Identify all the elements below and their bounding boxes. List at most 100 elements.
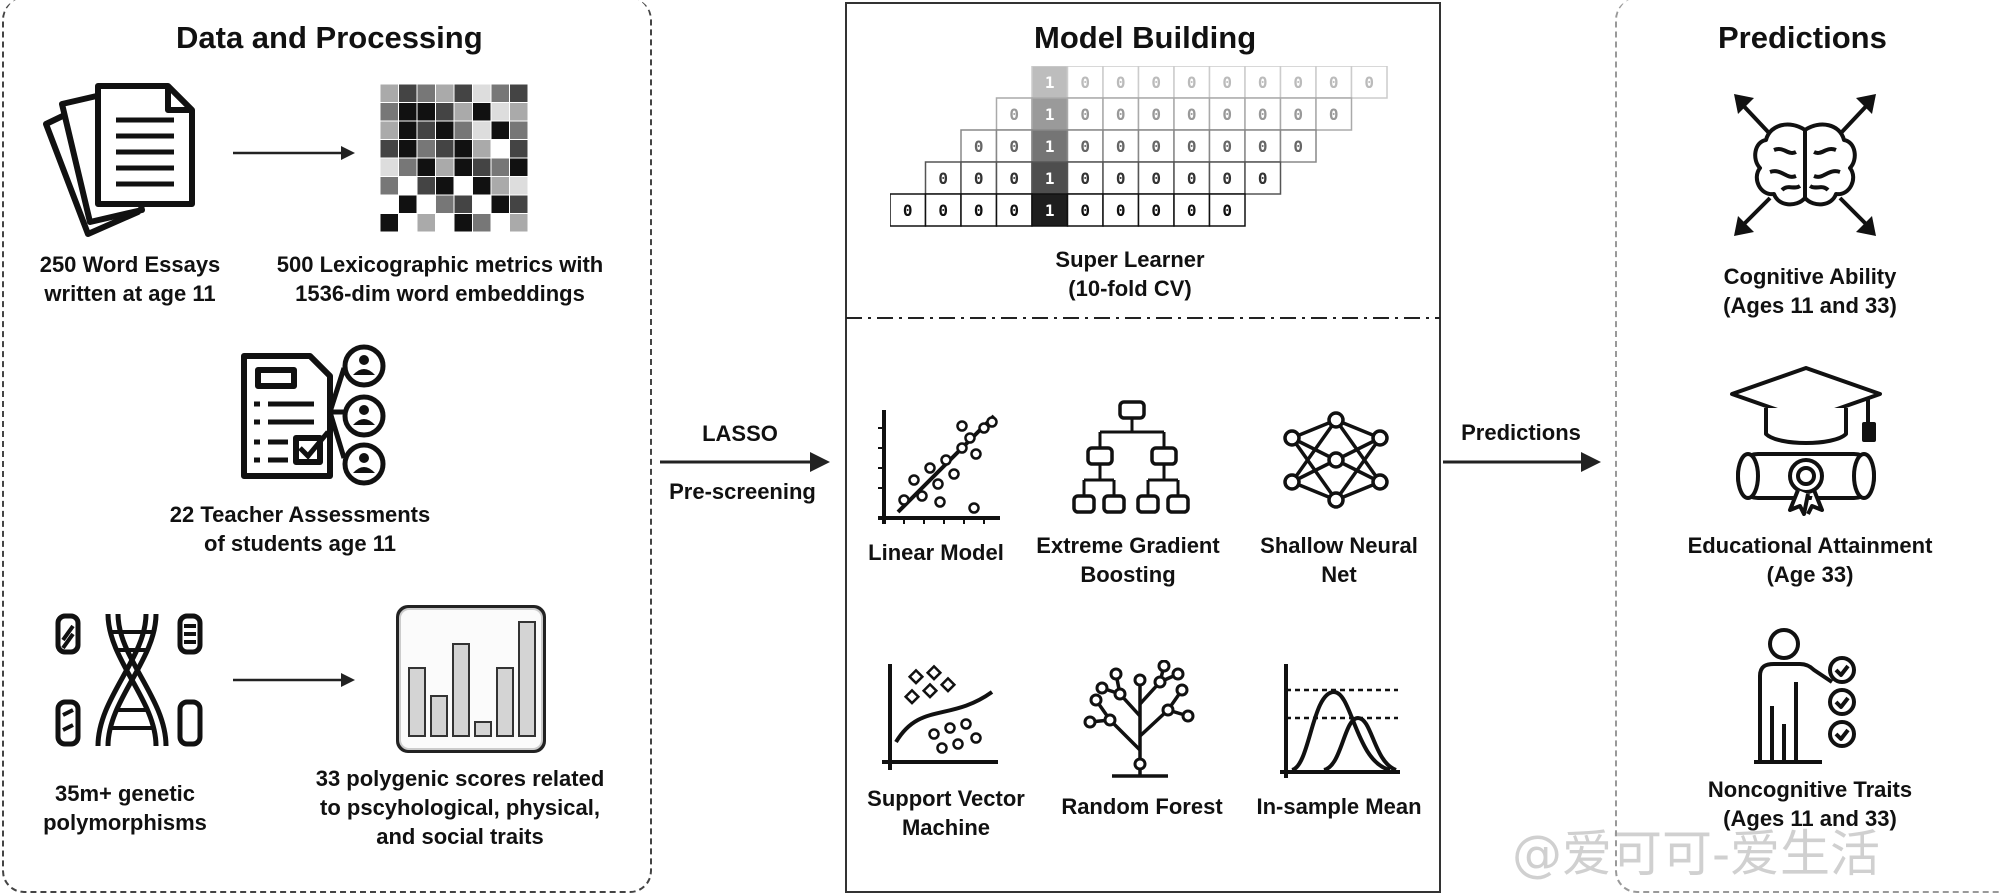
matrix-cell: [380, 194, 399, 214]
cv-train-cell: [1244, 129, 1282, 163]
cv-cell-value: 0: [1258, 169, 1268, 188]
cv-cell-value: 0: [1151, 105, 1161, 124]
matrix-cell: [509, 157, 529, 177]
graduation-diploma-icon: [1730, 366, 1882, 516]
matrix-cell: [398, 157, 418, 177]
cv-cell-value: 0: [1329, 73, 1339, 92]
watermark-text: @爱可可-爱生活: [1512, 825, 1881, 883]
cv-train-cell: [1102, 129, 1140, 163]
matrix-cell: [398, 213, 418, 233]
matrix-cell: [453, 102, 473, 122]
person-checklist-icon: [1754, 628, 1856, 764]
cv-cell-value: 0: [1293, 73, 1303, 92]
model-label-svm: Support Vector Machine: [867, 786, 1025, 840]
data-processing-title: Data and Processing: [176, 20, 483, 55]
matrix-cell: [472, 157, 492, 177]
matrix-cell: [453, 139, 473, 159]
cv-cell-value: 0: [1187, 169, 1197, 188]
cv-cell-value: 0: [1222, 169, 1232, 188]
matrix-cell: [472, 176, 492, 196]
cv-cell-value: 0: [1187, 201, 1197, 220]
cv-cell-value: 1: [1045, 201, 1055, 220]
matrix-cell: [398, 176, 418, 196]
forest-tree-icon: [1083, 660, 1195, 778]
cv-cell-value: 0: [1258, 137, 1268, 156]
cv-cell-value: 0: [974, 169, 984, 188]
model-label-linear: Linear Model: [868, 540, 1004, 565]
predictions-panel: [1615, 0, 2000, 893]
cv-train-cell: [1208, 193, 1246, 227]
matrix-cell: [435, 176, 455, 196]
cv-cell-value: 0: [1116, 137, 1126, 156]
matrix-cell: [490, 194, 510, 214]
essay-documents-icon: [43, 83, 195, 237]
cv-train-cell: [1208, 66, 1246, 99]
cv-validation-cell: [1031, 129, 1069, 163]
matrix-cell: [398, 120, 418, 140]
cv-cell-value: 0: [974, 137, 984, 156]
cv-cell-value: 1: [1045, 137, 1055, 156]
matrix-cell: [490, 84, 510, 103]
matrix-cell: [453, 194, 473, 214]
lexicographic-label: 500 Lexicographic metrics with 1536-dim …: [276, 252, 604, 306]
cv-train-cell: [1066, 193, 1104, 227]
cv-cell-value: 0: [1187, 105, 1197, 124]
matrix-cell: [472, 120, 492, 140]
matrix-cell: [472, 213, 492, 233]
prescreening-label: Pre-screening: [669, 479, 816, 504]
dna-icon: [55, 613, 203, 747]
matrix-cell: [416, 84, 436, 103]
cv-cell-value: 0: [1151, 73, 1161, 92]
arrow-genetic-to-polygenic: [233, 673, 355, 687]
noncognitive-traits-label: Noncognitive Traits (Ages 11 and 33): [1707, 777, 1913, 831]
matrix-cell: [435, 120, 455, 140]
cv-train-cell: [1173, 66, 1211, 99]
cv-train-cell: [1102, 66, 1140, 99]
cv-cell-value: 0: [1080, 169, 1090, 188]
matrix-cell: [380, 120, 399, 140]
brain-arrows-icon: [1734, 94, 1876, 236]
cv-train-cell: [890, 193, 927, 227]
matrix-cell: [490, 157, 510, 177]
matrix-cell: [435, 213, 455, 233]
matrix-cell: [490, 176, 510, 196]
model-label-neural-net: Shallow Neural Net: [1260, 533, 1418, 587]
cv-cell-value: 0: [974, 201, 984, 220]
cv-cell-value: 0: [938, 201, 948, 220]
matrix-cell: [453, 213, 473, 233]
scatter-plot-icon: [878, 410, 1000, 524]
essays-label: 250 Word Essays written at age 11: [39, 252, 221, 306]
matrix-cell: [453, 157, 473, 177]
super-learner-label: Super Learner (10-fold CV): [1055, 247, 1205, 301]
cv-cell-value: 0: [1116, 201, 1126, 220]
matrix-cell: [472, 194, 492, 214]
cv-cell-value: 1: [1045, 73, 1055, 92]
arrow-predictions: [1443, 452, 1601, 472]
cv-cell-value: 0: [1116, 73, 1126, 92]
matrix-cell: [472, 139, 492, 159]
arrow-lasso: [660, 452, 830, 472]
cv-cell-value: 0: [1009, 137, 1019, 156]
model-building-title: Model Building: [1034, 20, 1257, 55]
matrix-cell: [380, 102, 399, 122]
matrix-cell: [416, 194, 436, 214]
cv-train-cell: [1244, 161, 1282, 195]
cv-validation-cell: [1031, 66, 1069, 99]
cv-cell-value: 0: [1329, 105, 1339, 124]
matrix-cell: [435, 102, 455, 122]
model-label-random-forest: Random Forest: [1061, 794, 1223, 819]
model-label-insample-mean: In-sample Mean: [1256, 794, 1422, 819]
cv-cell-value: 0: [903, 201, 913, 220]
cv-train-cell: [1279, 129, 1317, 163]
cv-train-cell: [1208, 161, 1246, 195]
matrix-cell: [398, 84, 418, 103]
matrix-cell: [435, 157, 455, 177]
matrix-cell: [416, 157, 436, 177]
cv-cell-value: 0: [1187, 137, 1197, 156]
tree-hierarchy-icon: [1072, 400, 1190, 514]
